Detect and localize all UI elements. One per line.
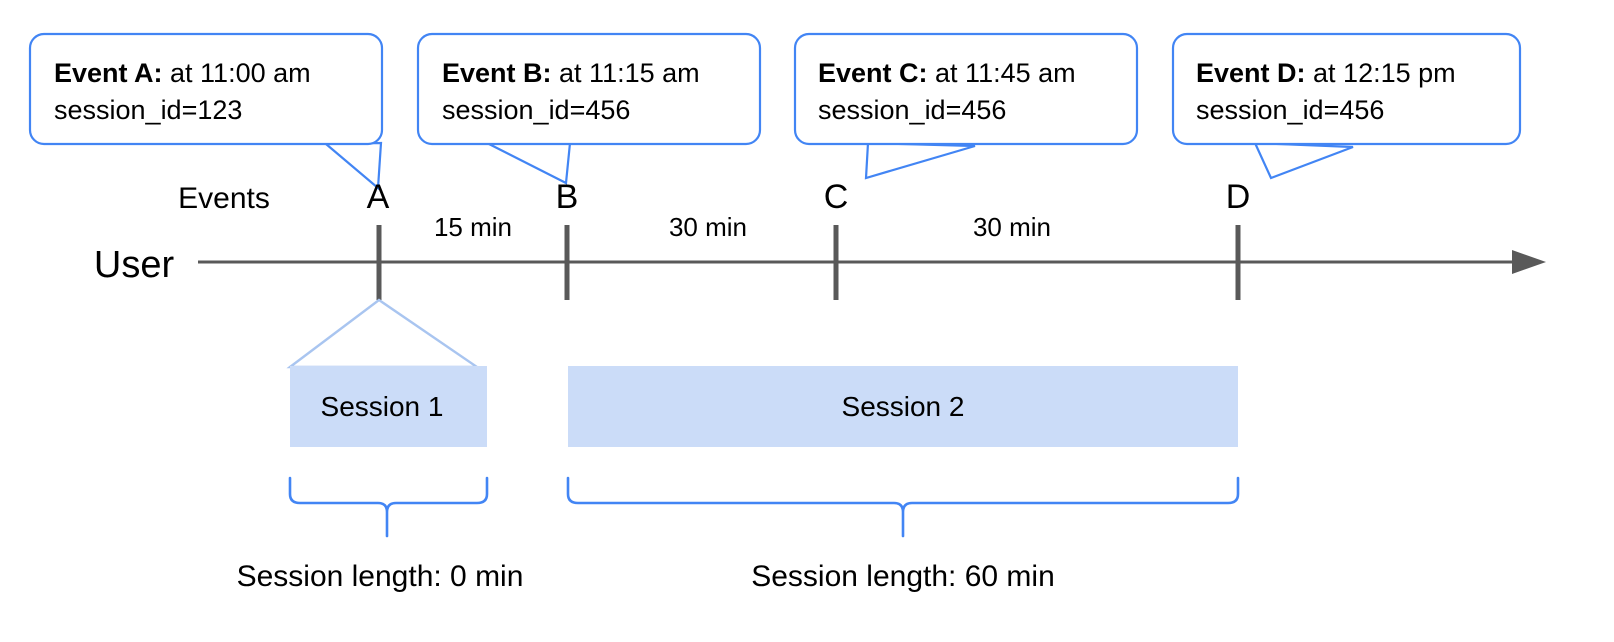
- event-letter-b: B: [556, 178, 579, 216]
- callout-c-line2: session_id=456: [818, 95, 1006, 125]
- session-1-funnel: [286, 298, 481, 369]
- callout-d-tail: [1253, 141, 1354, 180]
- callout-c-box: [793, 32, 1139, 146]
- callout-d-time: at 12:15 pm: [1306, 58, 1456, 88]
- callout-event-b[interactable]: Event B: at 11:15 am session_id=456: [416, 32, 762, 185]
- callout-b-time: at 11:15 am: [552, 58, 700, 88]
- callout-b-line2: session_id=456: [442, 95, 630, 125]
- duration-label-b-c: 30 min: [669, 212, 747, 242]
- session-1-length-label: Session length: 0 min: [237, 560, 524, 593]
- callout-a-line1: Event A: at 11:00 am: [54, 58, 311, 88]
- session-1-bar[interactable]: [290, 366, 487, 447]
- events-row-label: Events: [178, 182, 270, 215]
- callout-d-box: [1171, 32, 1522, 146]
- callout-b-bold-label: Event B:: [442, 58, 552, 88]
- callout-d-line2: session_id=456: [1196, 95, 1384, 125]
- session-2-bar-label: Session 2: [842, 391, 965, 422]
- event-letter-d: D: [1226, 178, 1251, 216]
- session-2-bar[interactable]: [568, 366, 1238, 447]
- event-letter-c: C: [824, 178, 849, 216]
- duration-label-c-d: 30 min: [973, 212, 1051, 242]
- callout-c-line1: Event C: at 11:45 am: [818, 58, 1076, 88]
- callout-c-tail: [864, 141, 976, 180]
- session-2-length-label: Session length: 60 min: [751, 560, 1055, 593]
- callout-event-d[interactable]: Event D: at 12:15 pm session_id=456: [1171, 32, 1522, 180]
- callout-d-bold-label: Event D:: [1196, 58, 1306, 88]
- duration-label-a-b: 15 min: [434, 212, 512, 242]
- event-letter-a: A: [367, 178, 390, 216]
- callout-c-time: at 11:45 am: [928, 58, 1076, 88]
- callout-b-tail: [486, 141, 572, 185]
- timeline-axis-arrowhead: [1512, 250, 1546, 274]
- callout-b-line1: Event B: at 11:15 am: [442, 58, 700, 88]
- user-row-label: User: [94, 244, 175, 286]
- callout-b-box: [416, 32, 762, 146]
- callout-a-time: at 11:00 am: [163, 58, 311, 88]
- session-1-brace: [288, 476, 489, 538]
- callout-a-line2: session_id=123: [54, 95, 242, 125]
- callout-event-a[interactable]: Event A: at 11:00 am session_id=123: [28, 32, 384, 191]
- session-1-bar-label: Session 1: [321, 391, 444, 422]
- callout-d-line1: Event D: at 12:15 pm: [1196, 58, 1456, 88]
- session-2-brace: [566, 476, 1240, 538]
- callout-event-c[interactable]: Event C: at 11:45 am session_id=456: [793, 32, 1139, 180]
- callout-a-box: [28, 32, 384, 146]
- callout-c-bold-label: Event C:: [818, 58, 928, 88]
- callout-a-bold-label: Event A:: [54, 58, 163, 88]
